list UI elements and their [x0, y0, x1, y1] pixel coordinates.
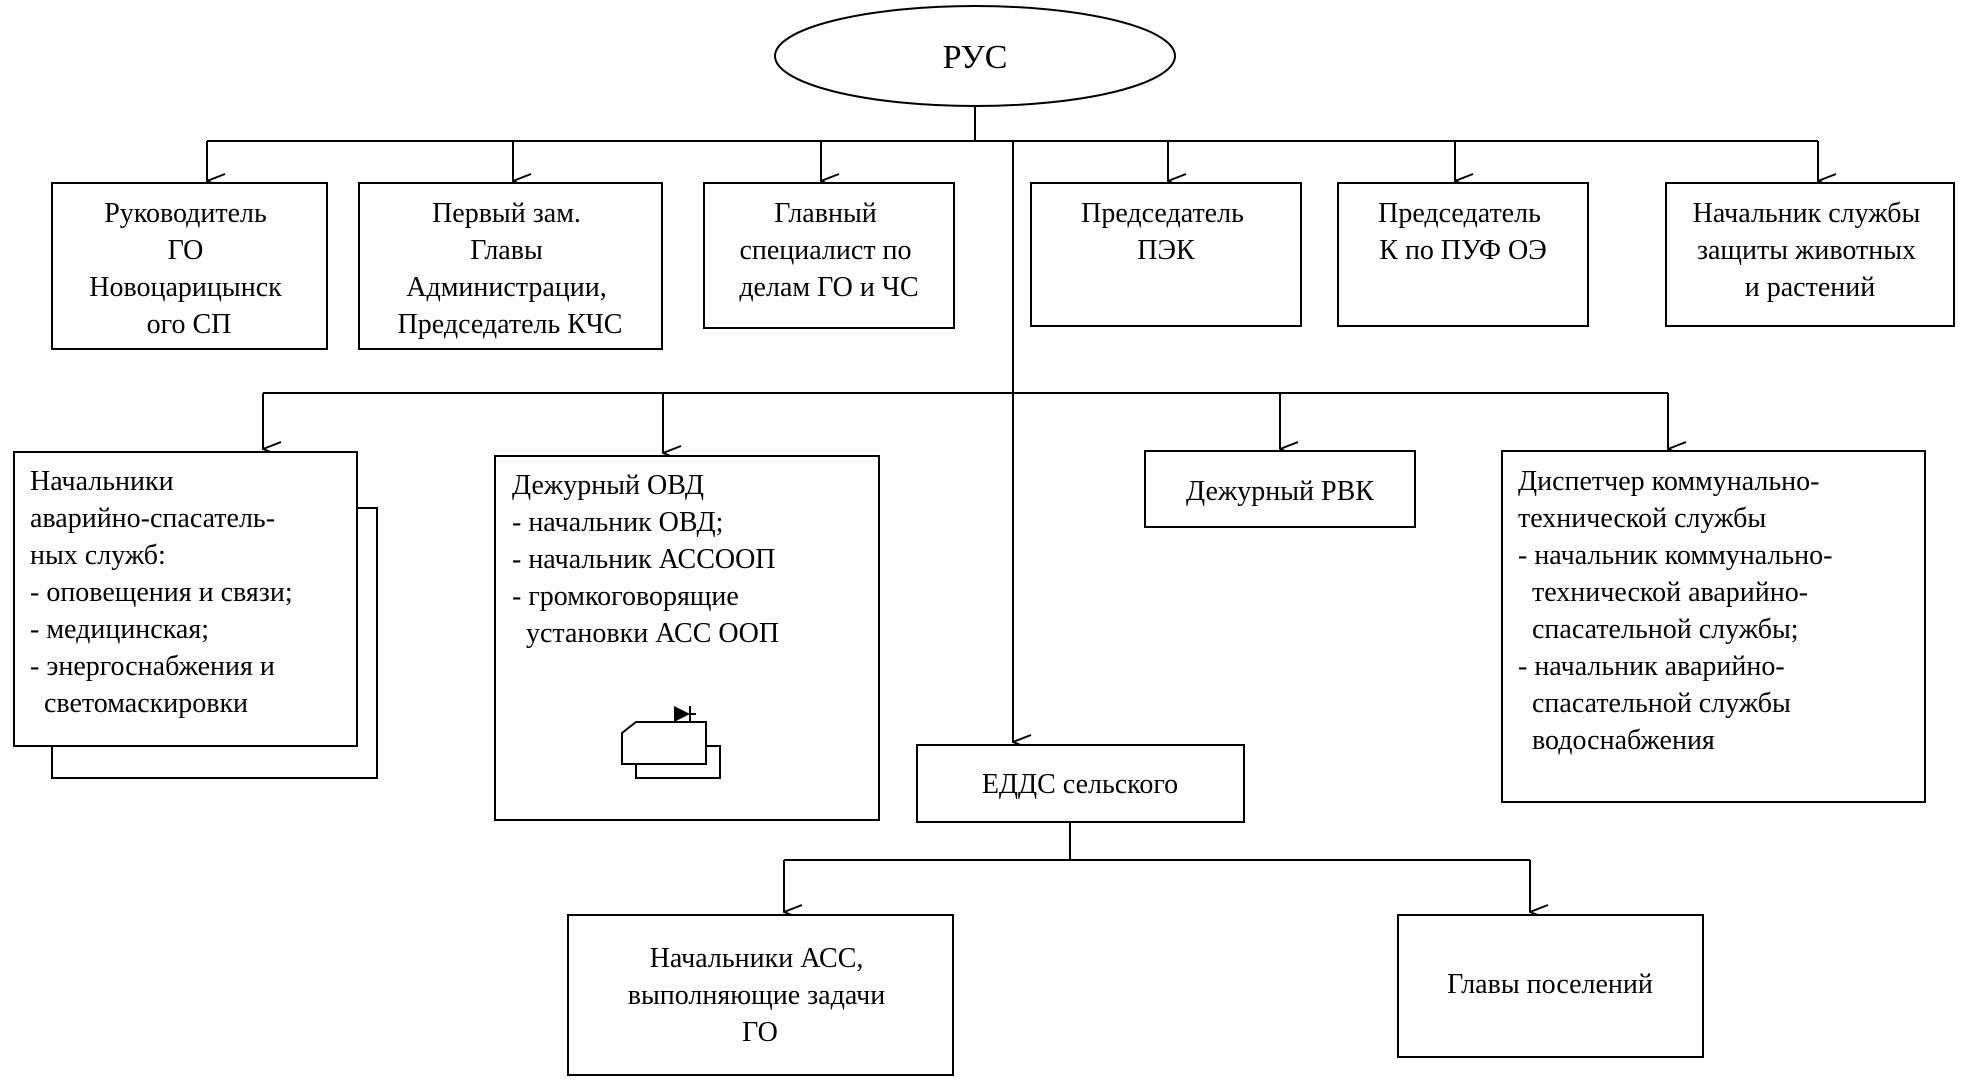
- middle-box-4: Диспетчер коммунально- технической служб…: [1501, 450, 1926, 803]
- middle-box-1-text: Начальники аварийно-спасатель- ных служб…: [0, 0, 342, 719]
- top-box-3-text: Главный специалист по делам ГО и ЧС: [739, 198, 918, 303]
- top-box-2: Первый зам. Главы Администрации, Председ…: [358, 182, 663, 350]
- top-box-1-text: Руководитель ГО Новоцарицынск ого СП: [89, 198, 288, 340]
- root-node: РУС: [774, 5, 1176, 107]
- middle-box-4-text: Диспетчер коммунально- технической служб…: [1518, 466, 1832, 756]
- middle-box-3: Дежурный РВК: [1144, 450, 1416, 528]
- top-box-6-text: Начальник службы защиты животных и расте…: [1693, 198, 1928, 303]
- edds-label: ЕДДС сельского: [982, 769, 1178, 800]
- edds-box: ЕДДС сельского: [916, 744, 1245, 823]
- root-label: РУС: [943, 39, 1008, 76]
- top-box-4: Председатель ПЭК: [1030, 182, 1302, 327]
- top-box-6: Начальник службы защиты животных и расте…: [1665, 182, 1955, 327]
- middle-box-3-text: Дежурный РВК: [1186, 476, 1374, 507]
- bottom-box-2-text: Главы поселений: [1447, 969, 1653, 1000]
- connectors-bottom: [783, 822, 1530, 912]
- top-box-3: Главный специалист по делам ГО и ЧС: [703, 182, 955, 329]
- top-box-1: Руководитель ГО Новоцарицынск ого СП: [51, 182, 328, 350]
- top-box-5: Председатель К по ПУФ ОЭ: [1337, 182, 1589, 327]
- bottom-box-1: Начальники АСС, выполняющие задачи ГО: [567, 914, 954, 1076]
- connectors-middle: [262, 141, 1668, 742]
- middle-box-2: Дежурный ОВД - начальник ОВД; - начальни…: [0, 0, 880, 821]
- top-box-4-text: Председатель ПЭК: [1081, 198, 1251, 266]
- middle-box-2-text: Дежурный ОВД - начальник ОВД; - начальни…: [0, 0, 825, 649]
- bottom-box-2: Главы поселений: [1397, 914, 1704, 1058]
- top-box-2-text: Первый зам. Главы Администрации, Председ…: [398, 198, 623, 340]
- top-box-5-text: Председатель К по ПУФ ОЭ: [1378, 198, 1548, 266]
- middle-box-1: Начальники аварийно-спасатель- ных служб…: [0, 0, 378, 779]
- bottom-box-1-text: Начальники АСС, выполняющие задачи ГО: [628, 943, 892, 1048]
- loudspeaker-installation-icon: [621, 706, 721, 779]
